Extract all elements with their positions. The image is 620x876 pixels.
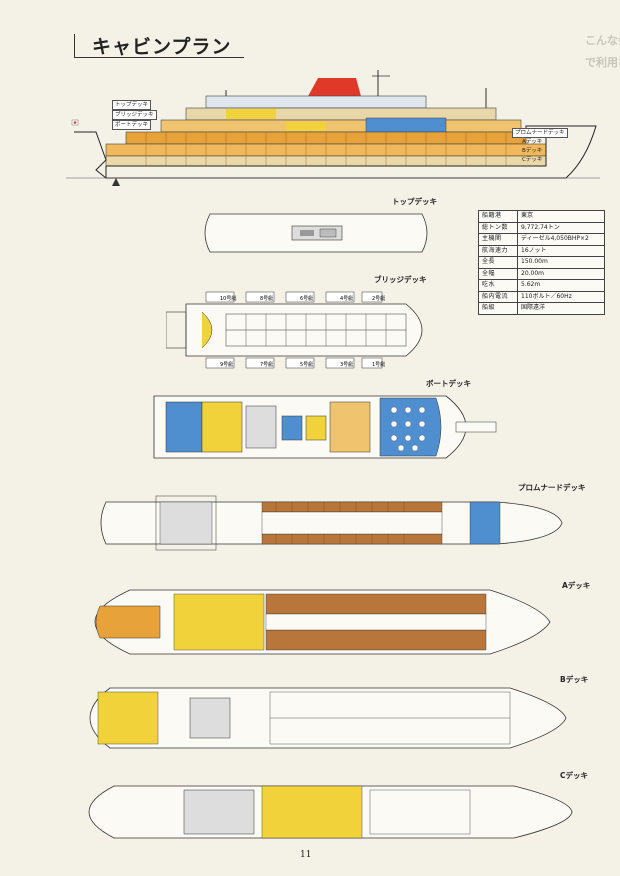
spec-label: 全長: [478, 256, 518, 269]
deck-label-a: Aデッキ: [562, 581, 591, 590]
funnel: [306, 78, 362, 100]
spec-label: 航海速力: [478, 244, 518, 257]
boat-label-8: 8号艇: [260, 295, 273, 302]
profile-label-promenade: プロムナードデッキ: [512, 128, 568, 138]
spec-label: 船籍港: [478, 210, 518, 223]
spec-label: 船級: [478, 302, 518, 315]
boat-label-7: 7号艇: [260, 361, 273, 368]
ship-profile: [66, 70, 600, 186]
spec-label: 吃水: [478, 279, 518, 292]
spec-value: 東京: [517, 210, 605, 223]
deck-label-bridge: ブリッジデッキ: [374, 275, 427, 284]
profile-label-top: トップデッキ: [112, 100, 152, 110]
a-deck-plan: [94, 589, 551, 655]
boat-label-10: 10号艇: [220, 295, 236, 302]
profile-label-a: Aデッキ: [522, 139, 543, 145]
boat-label-6: 6号艇: [300, 295, 313, 302]
page-title: キャビンプラン: [92, 36, 232, 58]
spec-value: 国際遠洋: [517, 302, 605, 315]
boat-label-1: 1号艇: [372, 361, 385, 368]
spec-label: 全幅: [478, 267, 518, 280]
deck-label-promenade: プロムナードデッキ: [518, 483, 586, 492]
page-number: 11: [300, 850, 312, 860]
profile-label-c: Cデッキ: [522, 157, 543, 163]
spec-label: 総トン数: [478, 221, 518, 234]
c-deck-plan: [88, 785, 573, 839]
spec-row: 主機関ディーゼル4,050BHP×2: [478, 233, 605, 246]
ghost-text-1: こんな会場に: [585, 34, 620, 47]
spec-value: 9,772.74トン: [517, 221, 605, 234]
boat-label-4: 4号艇: [340, 295, 353, 302]
spec-value: 150.00m: [517, 256, 605, 269]
spec-label: 主機関: [478, 233, 518, 246]
profile-label-b: Bデッキ: [522, 148, 543, 154]
boat-label-9: 9号艇: [220, 361, 233, 368]
boat-deck-plan: [153, 395, 497, 459]
promenade-deck-plan: [100, 495, 563, 551]
spec-row: 船級国際遠洋: [478, 302, 605, 315]
boat-label-2: 2号艇: [372, 295, 385, 302]
spec-row: 船籍港東京: [478, 210, 605, 223]
spec-label: 船内電流: [478, 290, 518, 303]
profile-label-bridge: ブリッジデッキ: [112, 110, 157, 120]
title-rule: [74, 57, 244, 58]
deck-label-b: Bデッキ: [560, 675, 589, 684]
top-deck-plan: [204, 213, 428, 253]
deck-label-boat: ボートデッキ: [426, 379, 471, 388]
spec-value: 20.00m: [517, 267, 605, 280]
ghost-text-2: で利用なさい: [585, 56, 620, 69]
profile-label-boat: ボートデッキ: [112, 120, 152, 130]
deck-label-c: Cデッキ: [560, 771, 589, 780]
spec-value: 110ボルト／60Hz: [517, 290, 605, 303]
bridge-deck-plan: 10号艇 8号艇 6号艇 4号艇 2号艇 9号艇 7号艇 5号艇 3号艇 1号艇: [166, 291, 423, 369]
boat-label-3: 3号艇: [340, 361, 353, 368]
spec-value: 5.62m: [517, 279, 605, 292]
spec-value: ディーゼル4,050BHP×2: [517, 233, 605, 246]
deck-label-top: トップデッキ: [392, 197, 437, 206]
spec-value: 16ノット: [517, 244, 605, 257]
b-deck-plan: [89, 687, 567, 749]
boat-label-5: 5号艇: [300, 361, 313, 368]
title-tick: [74, 34, 75, 58]
